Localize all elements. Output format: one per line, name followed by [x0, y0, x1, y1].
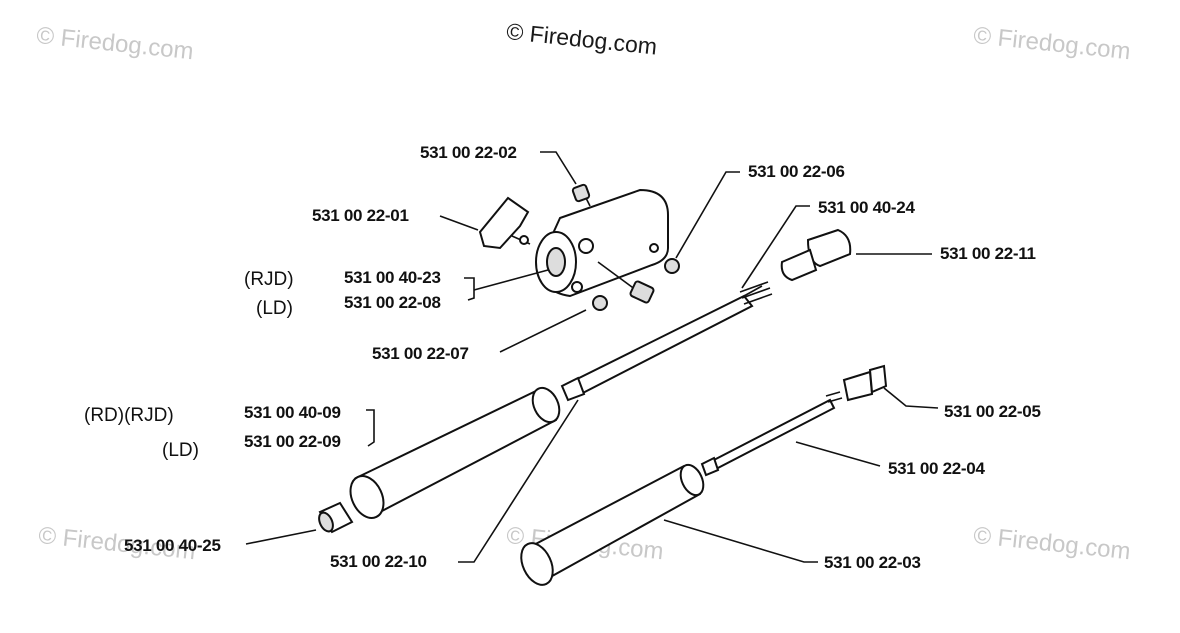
label-531-00-22-07: 531 00 22-07: [372, 344, 469, 363]
label-531-00-40-24: 531 00 40-24: [818, 198, 915, 217]
label-531-00-22-11: 531 00 22-11: [940, 244, 1036, 263]
label-531-00-22-06: 531 00 22-06: [748, 162, 845, 181]
shaft-04: [700, 391, 843, 477]
label-531-00-22-10: 531 00 22-10: [330, 552, 427, 571]
label-531-00-22-08: 531 00 22-08: [344, 293, 441, 312]
housing-block: [535, 188, 669, 298]
label-531-00-40-23: 531 00 40-23: [344, 268, 441, 287]
connector-05: [842, 364, 888, 402]
wing-knob: [478, 196, 531, 250]
variant-rjd-top: (RJD): [244, 269, 294, 290]
label-531-00-22-09: 531 00 22-09: [244, 432, 341, 451]
label-531-00-22-05: 531 00 22-05: [944, 402, 1041, 421]
label-531-00-22-03: 531 00 22-03: [824, 553, 921, 572]
label-531-00-40-25: 531 00 40-25: [124, 536, 221, 555]
top-screw: [571, 183, 591, 207]
nut-07: [592, 295, 608, 311]
variant-ld-top: (LD): [256, 298, 293, 319]
tube-09: [349, 386, 561, 519]
nut-06: [664, 258, 680, 274]
shaft-long: [560, 281, 773, 402]
label-531-00-22-01: 531 00 22-01: [312, 206, 409, 225]
variant-ld-bottom: (LD): [162, 440, 199, 461]
variant-rd-rjd: (RD)(RJD): [84, 405, 174, 426]
sleeve-25: [318, 501, 354, 534]
label-531-00-22-02: 531 00 22-02: [420, 143, 517, 162]
label-531-00-22-04: 531 00 22-04: [888, 459, 985, 478]
adapter-11: [780, 228, 852, 282]
tube-03: [520, 463, 705, 586]
bolt-24: [597, 261, 655, 304]
label-531-00-40-09: 531 00 40-09: [244, 403, 341, 422]
leader-lines: [245, 151, 939, 563]
